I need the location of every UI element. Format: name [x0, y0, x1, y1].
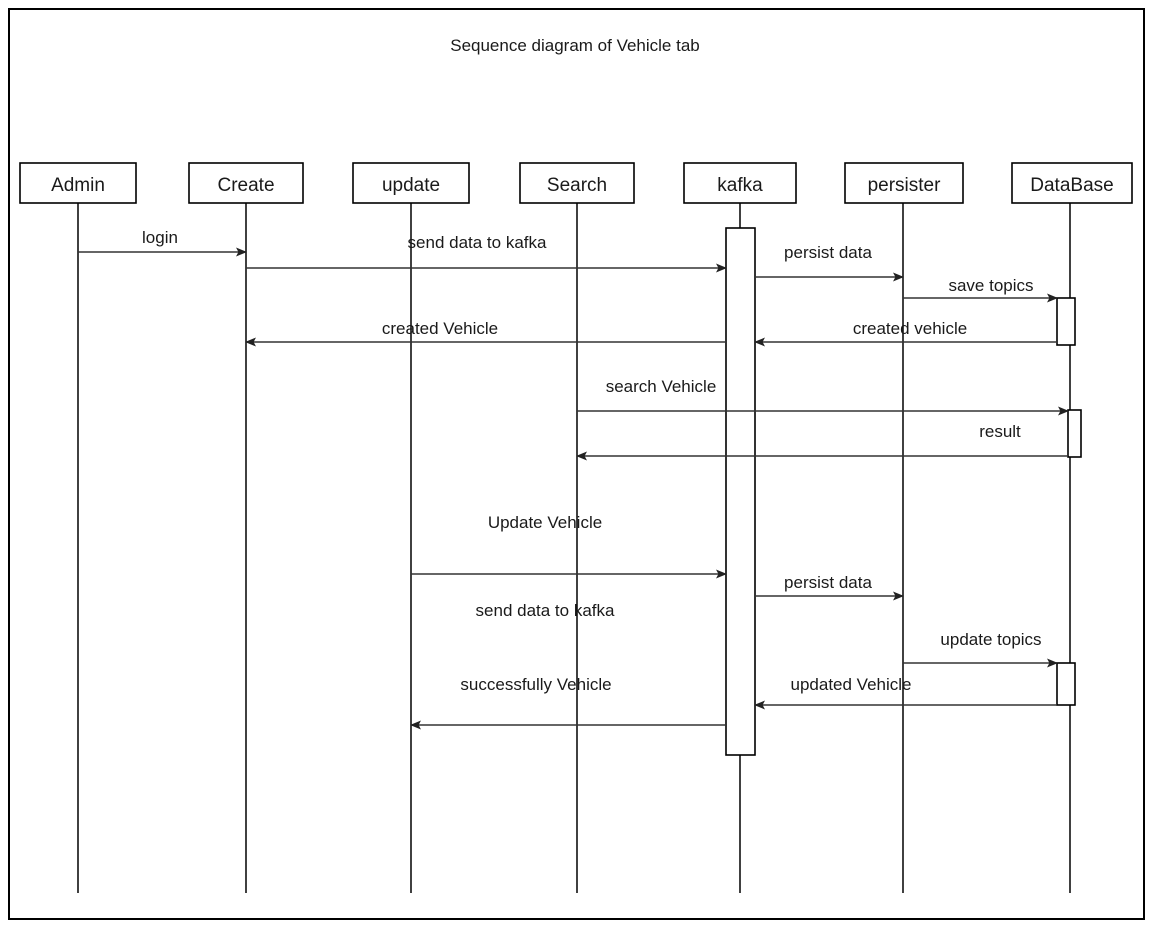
message-label: created Vehicle	[382, 319, 498, 338]
participant-admin[interactable]: Admin	[19, 162, 137, 204]
message-label: persist data	[784, 573, 872, 592]
message-6: search Vehicle	[577, 377, 1069, 416]
message-label: persist data	[784, 243, 872, 262]
activation-bar-database	[1056, 662, 1076, 706]
diagram-frame	[8, 8, 1145, 920]
message-3: save topics	[903, 276, 1058, 303]
activation-bar-database	[1067, 409, 1082, 458]
participant-box[interactable]	[519, 162, 635, 204]
participant-box[interactable]	[844, 162, 964, 204]
participant-box[interactable]	[683, 162, 797, 204]
participant-persister[interactable]: persister	[844, 162, 964, 204]
messages-layer: login send data to kafka persist data save …	[78, 228, 1069, 730]
activations-layer	[725, 227, 1082, 756]
participant-label: Admin	[51, 175, 105, 196]
participant-label: DataBase	[1030, 175, 1113, 196]
participant-label: kafka	[717, 175, 763, 196]
message-7: result	[576, 422, 1068, 461]
participant-box[interactable]	[1011, 162, 1133, 204]
participant-label: Search	[547, 175, 607, 196]
participant-label: Create	[217, 175, 274, 196]
message-label: send data to kafka	[476, 601, 615, 620]
participant-box[interactable]	[19, 162, 137, 204]
message-1: send data to kafka	[246, 233, 727, 273]
participant-database[interactable]: DataBase	[1011, 162, 1133, 204]
lifelines-layer	[77, 203, 1071, 893]
message-label: send data to kafka	[408, 233, 547, 252]
page-title: Sequence diagram of Vehicle tab	[450, 36, 700, 55]
participant-kafka[interactable]: kafka	[683, 162, 797, 204]
message-label: created vehicle	[853, 319, 967, 338]
message-2: persist data	[755, 243, 904, 282]
message-11: update topics	[903, 630, 1058, 668]
message-label: search Vehicle	[606, 377, 717, 396]
participant-heads-layer: Admin Create update Search kafka persister Dat…	[19, 162, 1133, 204]
message-8: Update Vehicle	[411, 513, 727, 579]
message-0: login	[78, 228, 247, 257]
message-label: successfully Vehicle	[460, 675, 611, 694]
message-10: send data to kafka	[476, 601, 615, 620]
participant-box[interactable]	[188, 162, 304, 204]
message-label: updated Vehicle	[791, 675, 912, 694]
message-label: update topics	[940, 630, 1041, 649]
message-12: updated Vehicle	[754, 675, 1057, 710]
message-4: created vehicle	[754, 319, 1057, 347]
message-9: persist data	[755, 573, 904, 601]
participant-label: update	[382, 175, 440, 196]
message-5: created Vehicle	[245, 319, 726, 347]
activation-bar-database	[1056, 297, 1076, 346]
message-label: save topics	[948, 276, 1033, 295]
participant-search[interactable]: Search	[519, 162, 635, 204]
message-label: result	[979, 422, 1021, 441]
message-label: login	[142, 228, 178, 247]
activation-bar-kafka	[725, 227, 756, 756]
participant-box[interactable]	[352, 162, 470, 204]
message-13: successfully Vehicle	[410, 675, 726, 730]
participant-label: persister	[868, 175, 942, 196]
message-label: Update Vehicle	[488, 513, 602, 532]
participant-update[interactable]: update	[352, 162, 470, 204]
participant-create[interactable]: Create	[188, 162, 304, 204]
